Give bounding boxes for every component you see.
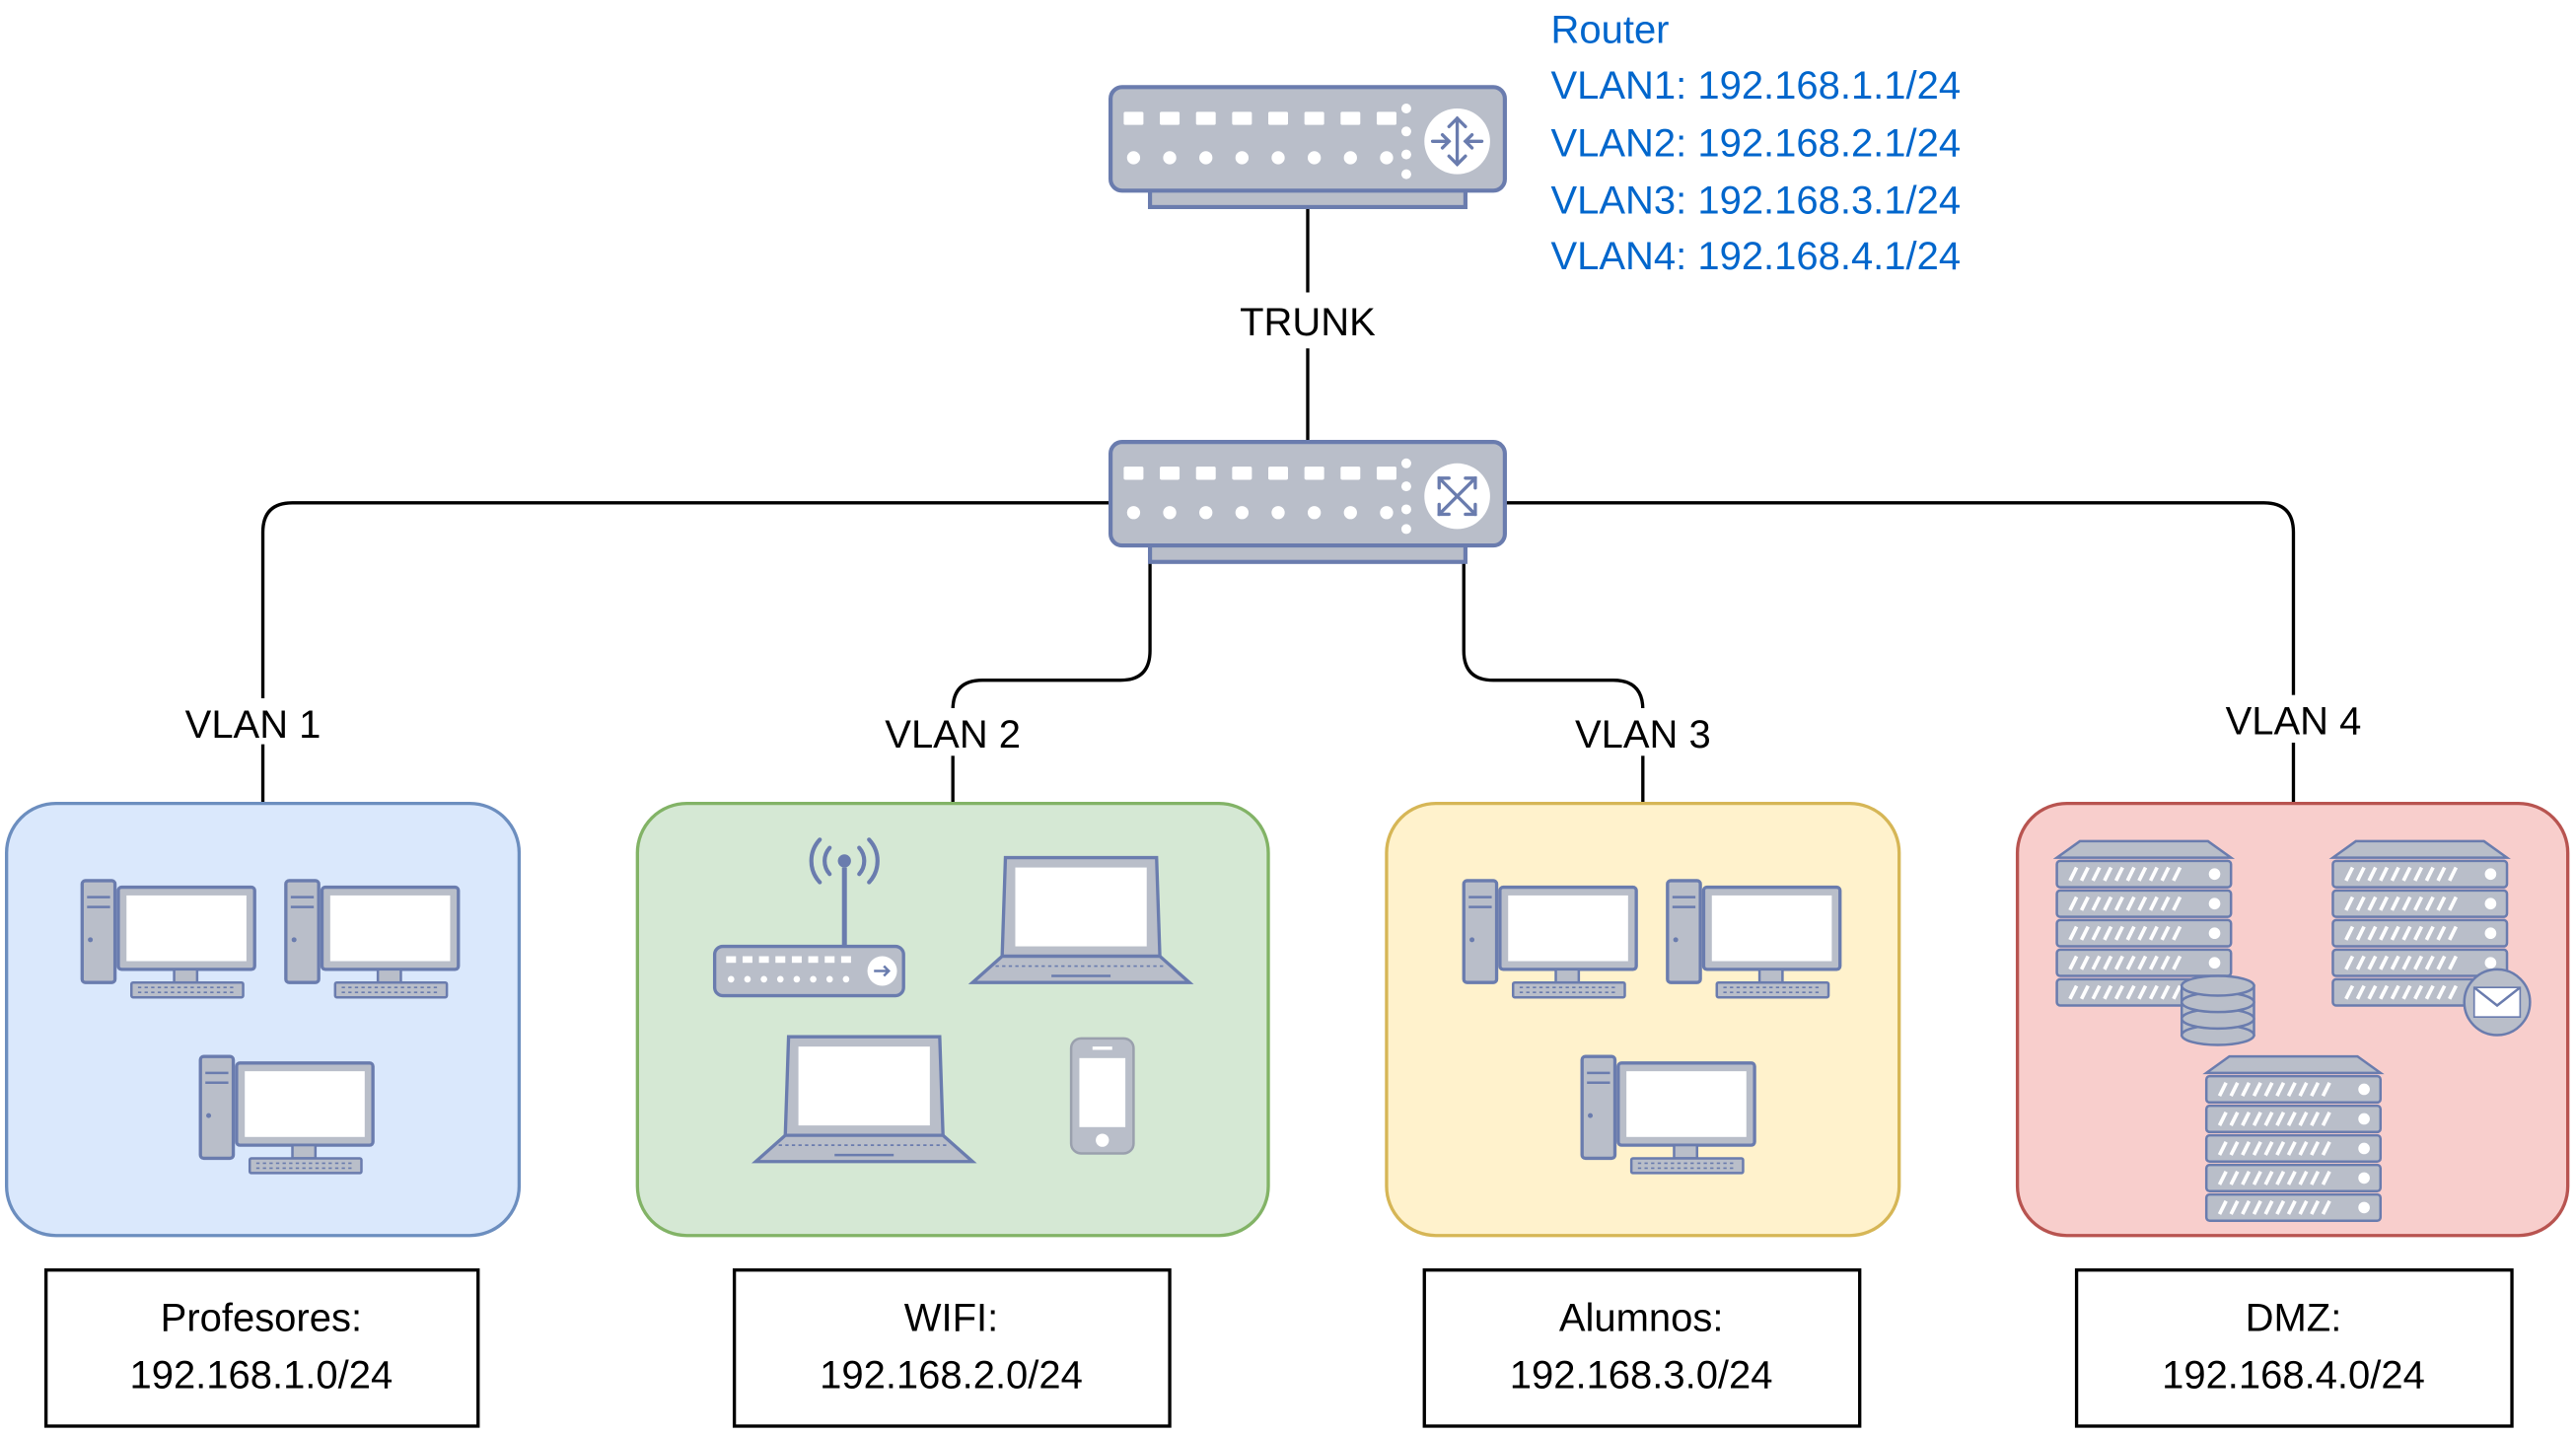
- router-vlan3-address: VLAN3: 192.168.3.1/24: [1551, 180, 1962, 223]
- vlan2-group: [635, 801, 1270, 1238]
- vlan3-network-box: [1422, 1268, 1862, 1428]
- router-vlan2-address: VLAN2: 192.168.2.1/24: [1551, 121, 1962, 165]
- vlan3-link: [1462, 561, 1645, 710]
- vlan3-group: [1385, 801, 1901, 1238]
- vlan2-network-name: WIFI:: [904, 1296, 998, 1339]
- vlan4-network-name: DMZ:: [2246, 1296, 2342, 1339]
- vlan2-link: [951, 561, 1152, 710]
- vlan1-network-cidr: 192.168.1.0/24: [130, 1354, 394, 1398]
- vlan2-label: VLAN 2: [885, 713, 1021, 756]
- database-server-icon: [2057, 841, 2255, 1046]
- vlan4-network-box: [2074, 1268, 2514, 1428]
- switch-icon[interactable]: [1109, 440, 1507, 564]
- server-icon: [2206, 1056, 2381, 1221]
- vlan4-label: VLAN 4: [2226, 700, 2362, 744]
- vlan4-link: [1504, 501, 2296, 697]
- router-icon[interactable]: [1109, 85, 1507, 210]
- connectors: [260, 206, 2296, 804]
- vlan4-network-cidr: 192.168.4.0/24: [2162, 1354, 2425, 1398]
- vlan3-network-name: Alumnos:: [1559, 1296, 1724, 1339]
- vlan3-network-cidr: 192.168.3.0/24: [1510, 1354, 1773, 1398]
- vlan4-group: [2015, 801, 2570, 1238]
- vlan2-network-cidr: 192.168.2.0/24: [820, 1354, 1083, 1398]
- mail-server-icon: [2332, 841, 2532, 1037]
- vlan3-label: VLAN 3: [1575, 713, 1711, 756]
- trunk-label: TRUNK: [1240, 301, 1376, 344]
- router-vlan1-address: VLAN1: 192.168.1.1/24: [1551, 64, 1962, 108]
- wifi-router-icon: [712, 837, 905, 998]
- vlan1-network-name: Profesores:: [161, 1296, 362, 1339]
- router-label: Router VLAN1: 192.168.1.1/24 VLAN2: 192.…: [1551, 8, 1962, 278]
- smartphone-icon: [1069, 1037, 1135, 1155]
- vlan1-network-box: [43, 1268, 480, 1428]
- vlan2-network-box: [732, 1268, 1172, 1428]
- laptop-icon: [753, 1035, 974, 1164]
- vlan1-link: [260, 501, 1111, 700]
- vlan1-label: VLAN 1: [185, 703, 322, 747]
- laptop-icon: [970, 855, 1191, 984]
- vlan1-group: [4, 801, 522, 1238]
- router-vlan4-address: VLAN4: 192.168.4.1/24: [1551, 235, 1962, 278]
- router-title: Router: [1551, 8, 1670, 51]
